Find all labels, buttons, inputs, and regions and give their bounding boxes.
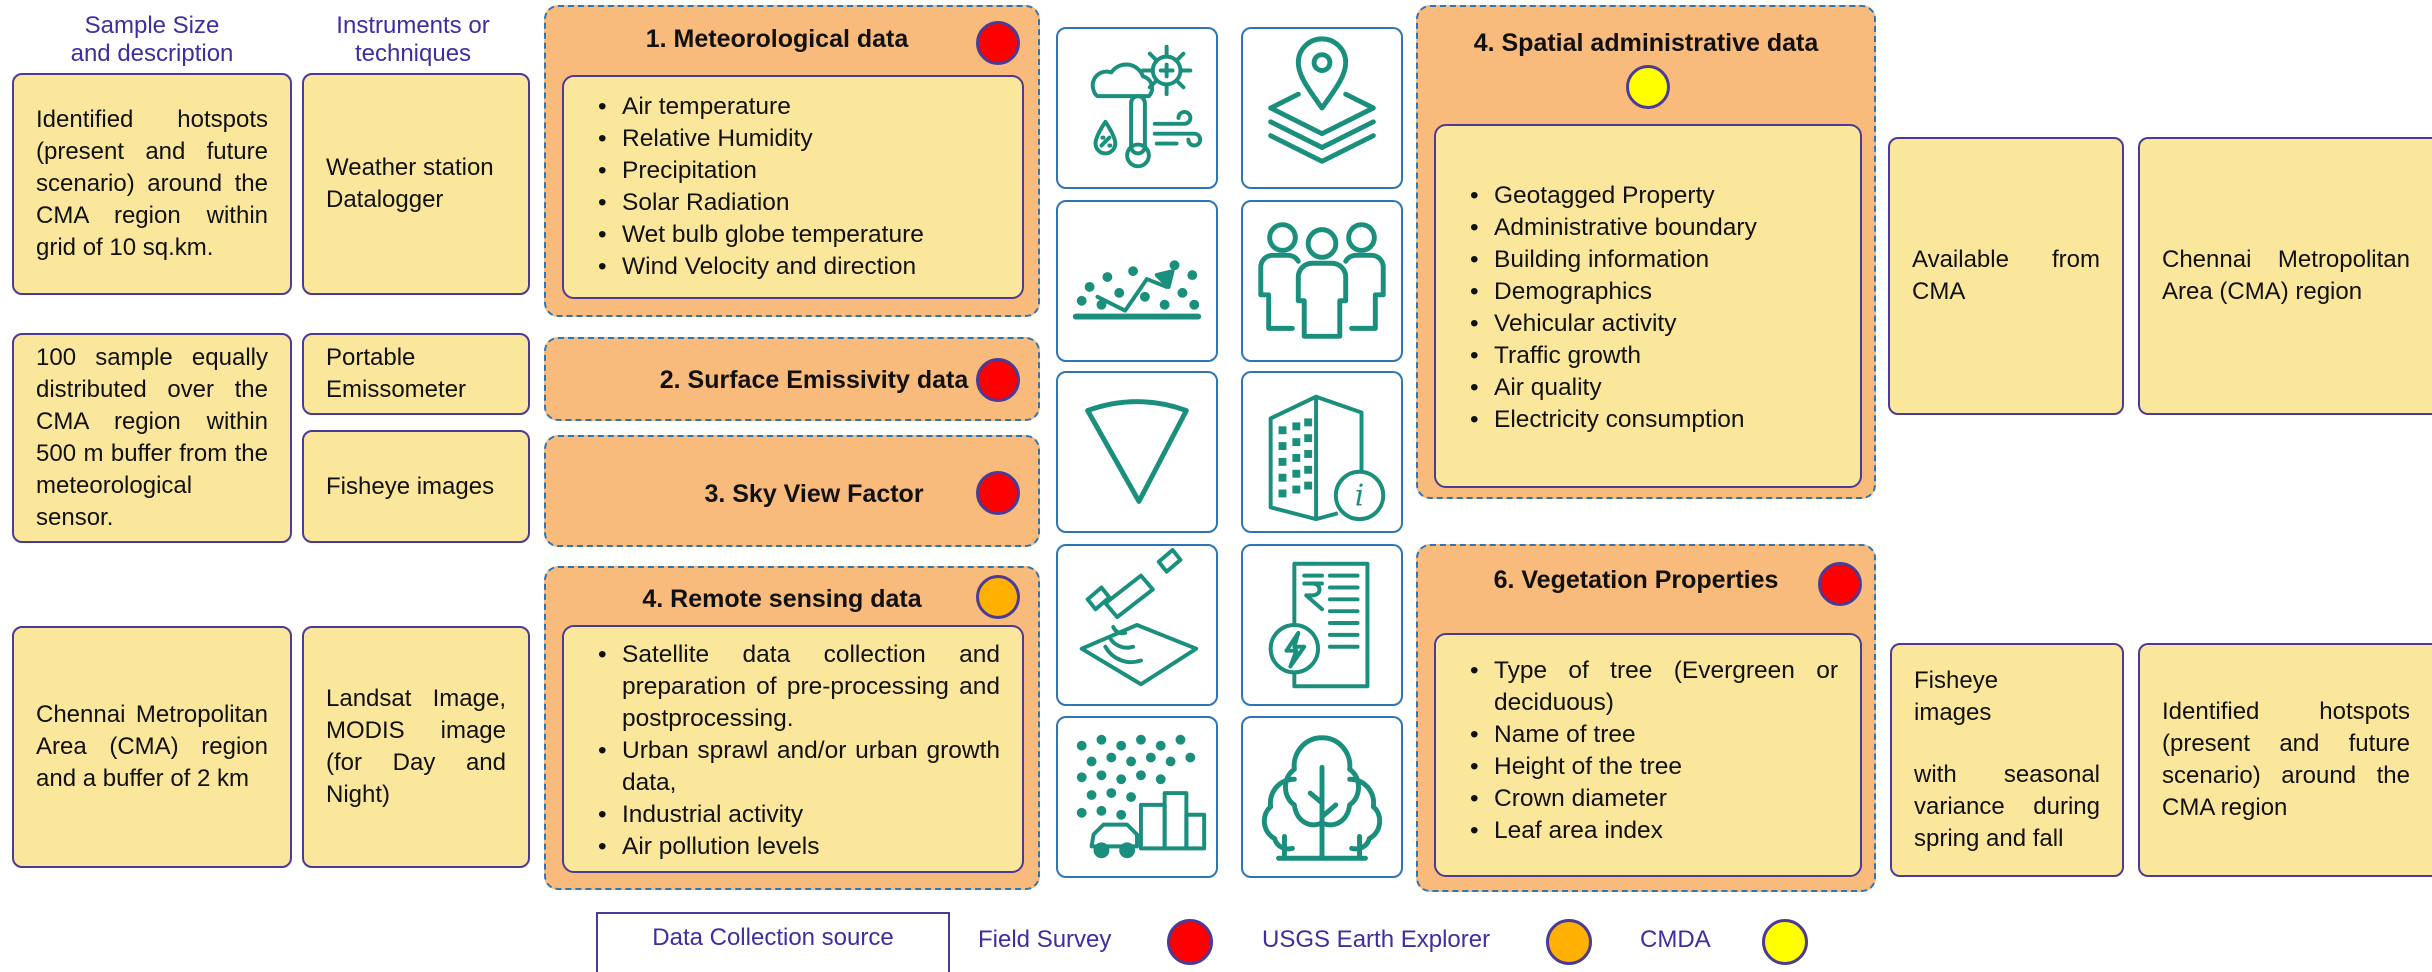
vegetation-properties-box: 6. Vegetation Properties Type of tree (E… <box>1416 544 1876 892</box>
field-survey-dot <box>976 21 1020 65</box>
cmda-dot <box>1626 65 1670 109</box>
legend-usgs-label: USGS Earth Explorer <box>1262 926 1491 953</box>
left-row3-instrument: Landsat Image, MODIS image (for Day and … <box>302 626 530 868</box>
right-row1-description: Chennai Metropolitan Area (CMA) region <box>2138 137 2432 415</box>
right-row1-instrument: Available from CMA <box>1888 137 2124 415</box>
weather-icon <box>1056 27 1218 189</box>
left-row3-description: Chennai Metropolitan Area (CMA) region a… <box>12 626 292 868</box>
usgs-dot <box>976 575 1020 619</box>
sky-view-factor-box: 3. Sky View Factor <box>544 435 1040 547</box>
list-item: Wet bulb globe temperature <box>598 219 1022 251</box>
list-item: Air temperature <box>598 91 1022 123</box>
building-info-icon: i <box>1241 371 1403 533</box>
list-item: Air quality <box>1470 372 1860 404</box>
surface-emissivity-title: 2. Surface Emissivity data <box>659 366 969 394</box>
list-item: Leaf area index <box>1470 815 1838 847</box>
vegetation-properties-list: Type of tree (Evergreen or deciduous) Na… <box>1434 633 1862 877</box>
list-item: Crown diameter <box>1470 783 1838 815</box>
list-item: Vehicular activity <box>1470 308 1860 340</box>
sky-view-factor-title: 3. Sky View Factor <box>704 480 924 508</box>
right-row2-instrument: Fisheye images with seasonal variance du… <box>1890 643 2124 877</box>
legend-cmda-label: CMDA <box>1640 926 1711 953</box>
left-row1-description: Identified hotspots (present and future … <box>12 73 292 295</box>
field-survey-dot <box>976 471 1020 515</box>
list-item: Industrial activity <box>598 799 1000 831</box>
list-item: Urban sprawl and/or urban growth data, <box>598 735 1000 799</box>
field-survey-dot <box>976 358 1020 402</box>
meteorological-data-box: 1. Meteorological data Air temperature R… <box>544 5 1040 317</box>
list-item: Solar Radiation <box>598 187 1022 219</box>
layers-location-icon <box>1241 27 1403 189</box>
meteorological-data-list: Air temperature Relative Humidity Precip… <box>562 75 1024 299</box>
vegetation-properties-title: 6. Vegetation Properties <box>1493 566 1779 594</box>
list-item: Electricity consumption <box>1470 404 1860 436</box>
emissivity-icon <box>1056 200 1218 362</box>
left-row2-instrument-a: Portable Emissometer <box>302 333 530 415</box>
list-item: Name of tree <box>1470 719 1838 751</box>
people-icon <box>1241 200 1403 362</box>
satellite-icon <box>1056 544 1218 706</box>
right-row2-instrument-b: with seasonal variance during spring and… <box>1914 761 2100 852</box>
remote-sensing-box: 4. Remote sensing data Satellite data co… <box>544 566 1040 890</box>
list-item: Building information <box>1470 244 1860 276</box>
left-row2-instrument-b: Fisheye images <box>302 430 530 543</box>
list-item: Demographics <box>1470 276 1860 308</box>
bill-electricity-icon <box>1241 544 1403 706</box>
list-item: Height of the tree <box>1470 751 1838 783</box>
svg-text:i: i <box>1355 478 1364 512</box>
spatial-administrative-list: Geotagged Property Administrative bounda… <box>1434 124 1862 488</box>
legend-field-survey-dot <box>1167 919 1213 965</box>
list-item: Satellite data collection and preparatio… <box>598 639 1000 735</box>
list-item: Administrative boundary <box>1470 212 1860 244</box>
header-instruments: Instruments or techniques <box>336 12 490 67</box>
left-row2-description: 100 sample equally distributed over the … <box>12 333 292 543</box>
remote-sensing-list: Satellite data collection and preparatio… <box>562 625 1024 873</box>
right-row2-instrument-a: Fisheye images <box>1914 667 1999 726</box>
spatial-administrative-title: 4. Spatial administrative data <box>1473 29 1819 57</box>
list-item: Traffic growth <box>1470 340 1860 372</box>
meteorological-data-title: 1. Meteorological data <box>645 25 909 53</box>
sky-view-icon <box>1056 371 1218 533</box>
surface-emissivity-box: 2. Surface Emissivity data <box>544 337 1040 421</box>
spatial-administrative-box: 4. Spatial administrative data Geotagged… <box>1416 5 1876 499</box>
header-sample-size: Sample Size and description <box>70 12 234 67</box>
legend-usgs-dot <box>1546 919 1592 965</box>
list-item: Relative Humidity <box>598 123 1022 155</box>
list-item: Type of tree (Evergreen or deciduous) <box>1470 655 1838 719</box>
trees-icon <box>1241 716 1403 878</box>
list-item: Geotagged Property <box>1470 180 1860 212</box>
legend-title-box: Data Collection source <box>596 912 950 972</box>
legend-cmda-dot <box>1762 919 1808 965</box>
list-item: Wind Velocity and direction <box>598 251 1022 283</box>
list-item: Air pollution levels <box>598 831 1000 863</box>
left-row1-instrument: Weather station Datalogger <box>302 73 530 295</box>
legend-title: Data Collection source <box>652 924 894 951</box>
field-survey-dot <box>1818 562 1862 606</box>
right-row2-description: Identified hotspots (present and future … <box>2138 643 2432 877</box>
urban-pollution-icon <box>1056 716 1218 878</box>
legend-field-survey-label: Field Survey <box>978 926 1112 953</box>
remote-sensing-title: 4. Remote sensing data <box>642 585 922 613</box>
list-item: Precipitation <box>598 155 1022 187</box>
